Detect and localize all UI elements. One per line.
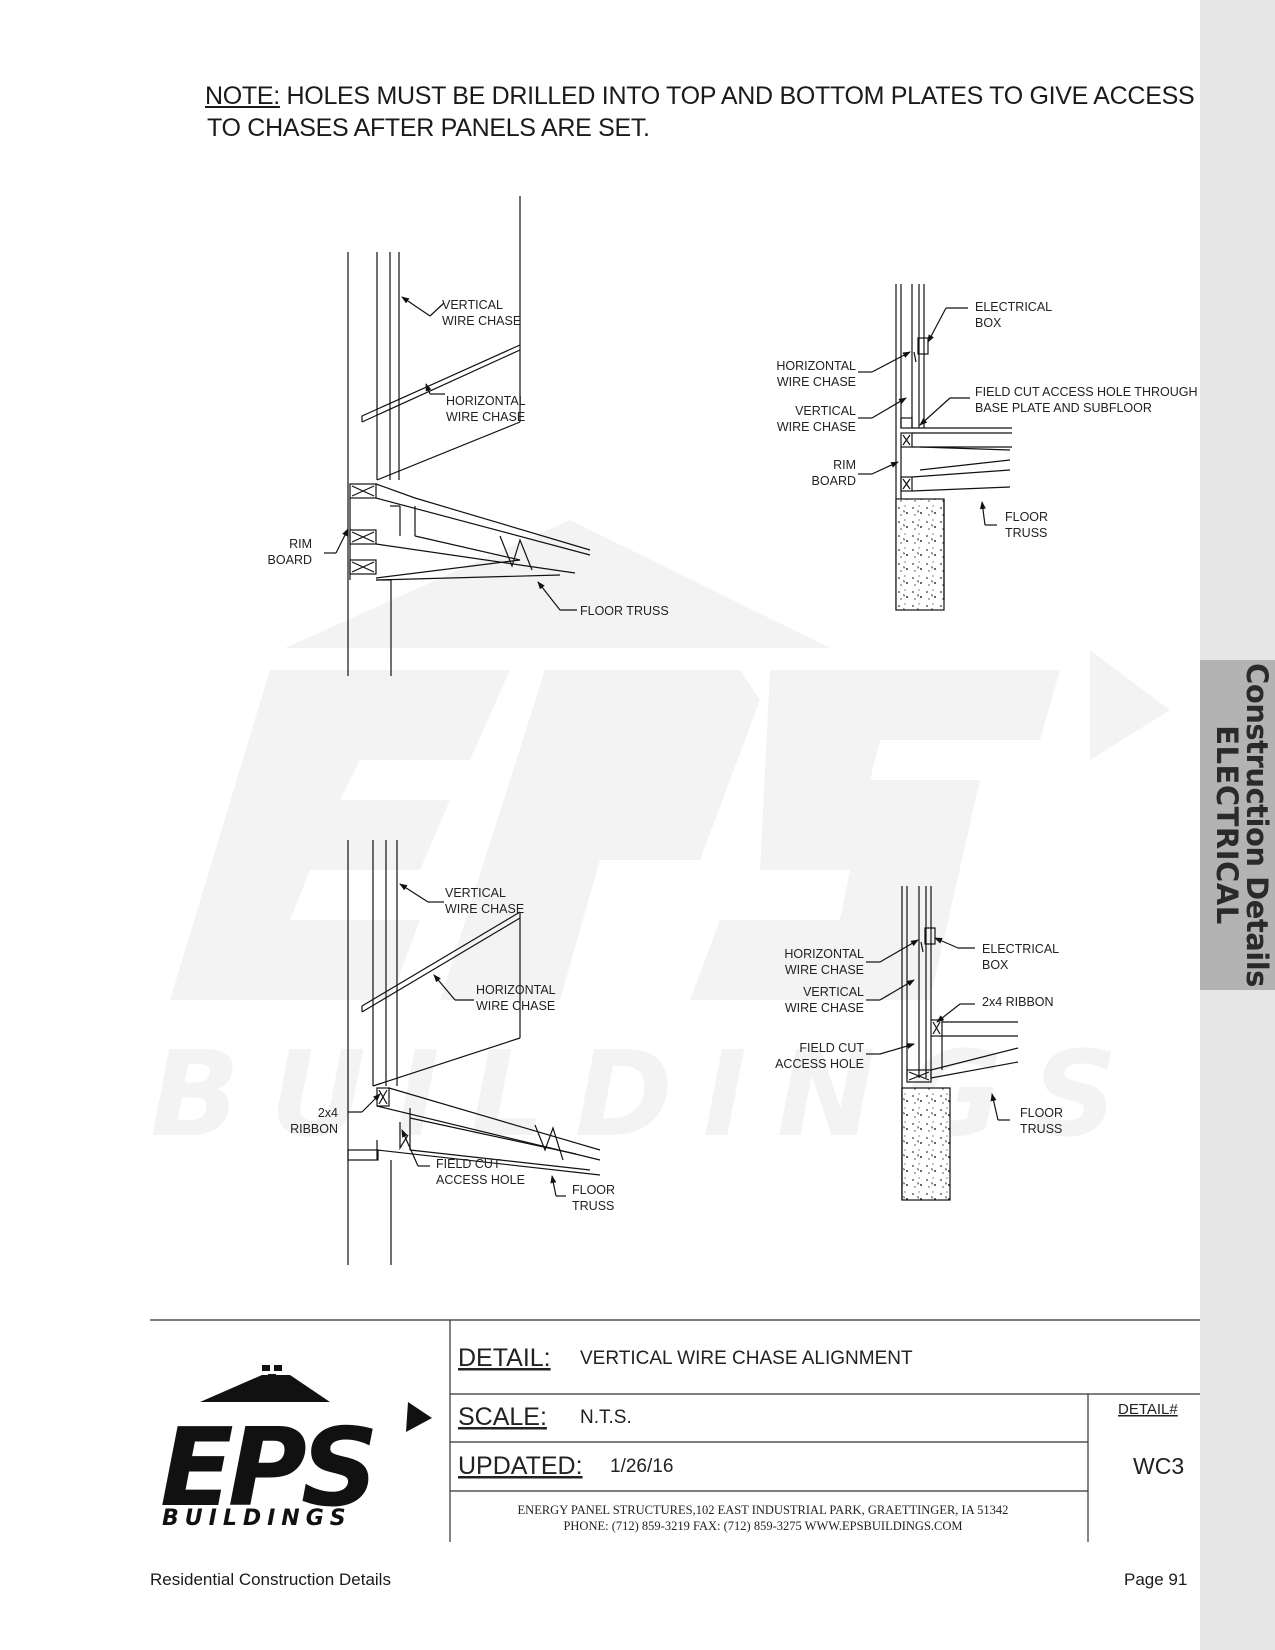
- updated-label: UPDATED:: [458, 1452, 583, 1480]
- labels-bottom-right: HORIZONTAL WIRE CHASE ELECTRICAL BOX VER…: [775, 942, 1063, 1136]
- label-horizontal-chase-2: WIRE CHASE: [785, 963, 864, 977]
- label-horizontal-chase-2: WIRE CHASE: [476, 999, 555, 1013]
- scale-value: N.T.S.: [580, 1407, 632, 1428]
- label-field-cut-2: ACCESS HOLE: [775, 1057, 864, 1071]
- label-field-cut-1: FIELD CUT: [436, 1157, 501, 1171]
- label-rim-board-2: BOARD: [268, 553, 312, 567]
- detail-value: VERTICAL WIRE CHASE ALIGNMENT: [580, 1348, 913, 1369]
- logo-subtitle: BUILDINGS: [162, 1506, 352, 1531]
- note: NOTE: HOLES MUST BE DRILLED INTO TOP AND…: [205, 80, 1195, 144]
- detail-number: WC3: [1133, 1453, 1184, 1479]
- label-vertical-chase-2: WIRE CHASE: [442, 314, 521, 328]
- label-horizontal-chase-1: HORIZONTAL: [446, 394, 526, 408]
- label-vertical-chase-1: VERTICAL: [445, 886, 506, 900]
- note-line1: HOLES MUST BE DRILLED INTO TOP AND BOTTO…: [279, 82, 1195, 110]
- detail-bottom-left: [347, 840, 601, 1265]
- logo-letters: EPS: [160, 1406, 373, 1531]
- detail-number-label: DETAIL#: [1118, 1401, 1178, 1418]
- label-horizontal-chase-1: HORIZONTAL: [784, 947, 864, 961]
- label-electrical-box-2: BOX: [982, 958, 1009, 972]
- note-prefix: NOTE:: [205, 82, 280, 110]
- label-horizontal-chase-2: WIRE CHASE: [777, 375, 856, 389]
- footer-document-title: Residential Construction Details: [150, 1570, 391, 1589]
- title-block: [150, 1319, 1200, 1542]
- label-vertical-chase-2: WIRE CHASE: [777, 420, 856, 434]
- label-electrical-box-2: BOX: [975, 316, 1002, 330]
- label-floor-truss-1: FLOOR: [1005, 510, 1048, 524]
- scale-label: SCALE:: [458, 1403, 547, 1431]
- watermark-logo: BUILDINGS: [150, 520, 1170, 1163]
- label-floor-truss-2: TRUSS: [572, 1199, 614, 1213]
- sidebar-title-line1: Construction Details: [1240, 663, 1274, 987]
- label-floor-truss: FLOOR TRUSS: [580, 604, 669, 618]
- label-field-cut-2: BASE PLATE AND SUBFLOOR: [975, 401, 1152, 415]
- labels-top-left: VERTICAL WIRE CHASE HORIZONTAL WIRE CHAS…: [268, 298, 669, 618]
- detail-label: DETAIL:: [458, 1344, 551, 1372]
- detail-top-left: [324, 196, 591, 676]
- note-line2: TO CHASES AFTER PANELS ARE SET.: [207, 114, 650, 142]
- label-electrical-box-1: ELECTRICAL: [982, 942, 1059, 956]
- label-horizontal-chase-1: HORIZONTAL: [476, 983, 556, 997]
- label-vertical-chase-1: VERTICAL: [442, 298, 503, 312]
- label-floor-truss-1: FLOOR: [572, 1183, 615, 1197]
- label-field-cut-1: FIELD CUT: [799, 1041, 864, 1055]
- label-vertical-chase-2: WIRE CHASE: [445, 902, 524, 916]
- label-vertical-chase-2: WIRE CHASE: [785, 1001, 864, 1015]
- label-ribbon-1: 2x4: [318, 1106, 338, 1120]
- sidebar-tab: [1200, 660, 1275, 990]
- label-ribbon: 2x4 RIBBON: [982, 995, 1054, 1009]
- sidebar-title: Construction Details ELECTRICAL: [1202, 660, 1274, 990]
- label-rim-board-1: RIM: [833, 458, 856, 472]
- label-horizontal-chase-2: WIRE CHASE: [446, 410, 525, 424]
- label-floor-truss-2: TRUSS: [1020, 1122, 1062, 1136]
- detail-top-right: [858, 284, 1012, 611]
- label-rim-board-1: RIM: [289, 537, 312, 551]
- label-vertical-chase-1: VERTICAL: [795, 404, 856, 418]
- label-field-cut-1: FIELD CUT ACCESS HOLE THROUGH: [975, 385, 1198, 399]
- labels-bottom-left: VERTICAL WIRE CHASE HORIZONTAL WIRE CHAS…: [290, 886, 615, 1213]
- title-block-text: DETAIL: VERTICAL WIRE CHASE ALIGNMENT SC…: [458, 1344, 1184, 1533]
- updated-value: 1/26/16: [610, 1456, 673, 1477]
- label-floor-truss-2: TRUSS: [1005, 526, 1047, 540]
- label-field-cut-2: ACCESS HOLE: [436, 1173, 525, 1187]
- company-address: ENERGY PANEL STRUCTURES,102 EAST INDUSTR…: [518, 1503, 1009, 1517]
- labels-top-right: ELECTRICAL BOX HORIZONTAL WIRE CHASE FIE…: [776, 300, 1197, 540]
- label-horizontal-chase-1: HORIZONTAL: [776, 359, 856, 373]
- footer-page-number: Page 91: [1124, 1570, 1188, 1589]
- company-contact: PHONE: (712) 859-3219 FAX: (712) 859-327…: [563, 1519, 962, 1533]
- sidebar-title-line2: ELECTRICAL: [1210, 725, 1244, 925]
- label-electrical-box-1: ELECTRICAL: [975, 300, 1052, 314]
- label-rim-board-2: BOARD: [812, 474, 856, 488]
- label-vertical-chase-1: VERTICAL: [803, 985, 864, 999]
- drawing-canvas: BUILDINGS: [150, 196, 1200, 1542]
- label-ribbon-2: RIBBON: [290, 1122, 338, 1136]
- detail-bottom-right: [866, 886, 1019, 1201]
- watermark-text: BUILDINGS: [150, 1025, 1147, 1163]
- eps-logo: EPS BUILDINGS: [160, 1365, 432, 1531]
- label-floor-truss-1: FLOOR: [1020, 1106, 1063, 1120]
